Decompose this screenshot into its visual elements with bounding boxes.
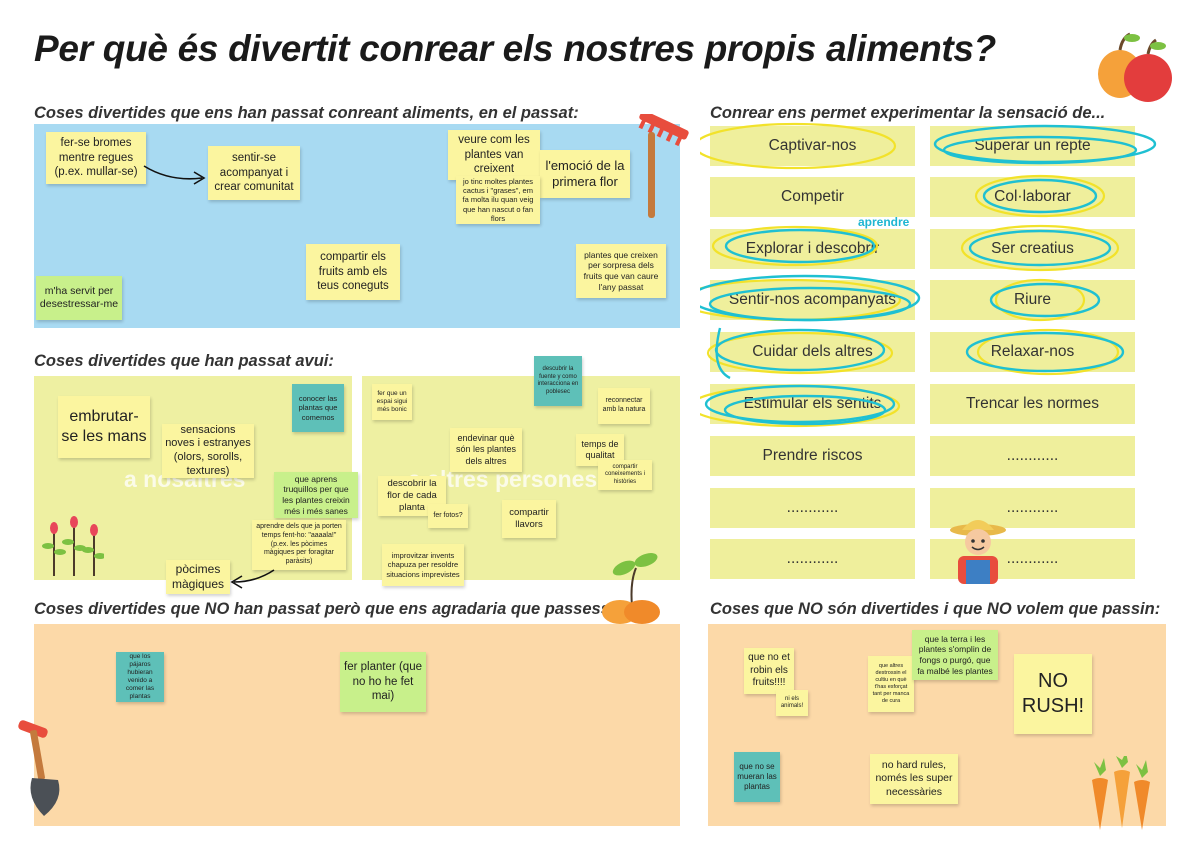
arrow-icon [230,569,275,589]
sticky-note[interactable]: que aprens truquillos per que les plante… [274,472,358,518]
sticky-note[interactable]: embrutar-se les mans [58,396,150,458]
sticky-note[interactable]: NO RUSH! [1014,654,1092,734]
sticky-note[interactable]: jo tinc moltes plantes cactus i "grases"… [456,176,540,224]
sticky-note[interactable]: que no et robin els fruits!!!! [744,648,794,694]
sticky-note[interactable]: que los pájaros hubieran venido a comer … [116,652,164,702]
sticky-note[interactable]: sensacions noves i estranyes (olors, sor… [162,424,254,478]
sticky-note[interactable]: plantes que creixen per sorpresa dels fr… [576,244,666,298]
sticky-note[interactable]: que la terra i les plantes s'omplin de f… [912,630,998,680]
grid-cell[interactable]: Col·laborar [930,177,1135,217]
sticky-note[interactable]: endevinar què són les plantes dels altre… [450,428,522,472]
grid-cell[interactable]: ............ [930,436,1135,476]
carrots-icon [1092,756,1150,830]
farmer-icon [950,520,1006,584]
handwritten-annotation: aprendre [858,215,910,229]
grid-cell[interactable]: Trencar les normes [930,384,1135,424]
grid-cell[interactable]: ............ [710,488,915,528]
sticky-note[interactable]: pòcimes màgiques [166,560,230,594]
arrow-icon [143,165,206,185]
sticky-note[interactable]: veure com les plantes van creixent [448,130,540,180]
sticky-note[interactable]: fer que un espai sigui més bonic [372,384,412,420]
sticky-note[interactable]: descubrir la fuente y como interacciona … [534,356,582,406]
grid-cell[interactable]: Captivar-nos [710,126,915,166]
sticky-note[interactable]: compartir coneixements i històries [598,460,652,490]
sticky-note[interactable]: fer planter (que no ho he fet mai) [340,652,426,712]
grid-cell[interactable]: Riure [930,280,1135,320]
grid-cell[interactable]: Sentir-nos acompanyats [710,280,915,320]
sticky-note[interactable]: que no se mueran las plantas [734,752,780,802]
section-grid-title: Conrear ens permet experimentar la sensa… [710,104,1106,122]
grid-cell[interactable]: ............ [930,488,1135,528]
sticky-note[interactable]: compartir llavors [502,500,556,538]
sticky-note[interactable]: ni els animals! [776,690,808,716]
sticky-note[interactable]: fer fotos? [428,504,468,528]
grid-cell[interactable]: ............ [710,539,915,579]
sticky-note[interactable]: que altres destrossin el cultiu en què t… [868,656,914,712]
sticky-note[interactable]: aprendre dels que ja porten temps fent-h… [252,520,346,570]
sticky-note[interactable]: conocer las plantas que comemos [292,384,344,432]
sticky-note[interactable]: l'emoció de la primera flor [540,150,630,198]
grid-cell[interactable]: Relaxar-nos [930,332,1135,372]
sticky-note[interactable]: reconnectar amb la natura [598,388,650,424]
sticky-note[interactable]: sentir-se acompanyat i crear comunitat [208,146,300,200]
rake-icon [638,114,689,218]
sticky-note[interactable]: fer-se bromes mentre regues (p.ex. mulla… [46,132,146,184]
seedling-icon [602,553,660,624]
sprouts-icon [42,516,104,576]
section-today-title: Coses divertides que han passat avui: [34,352,334,370]
sticky-note[interactable]: no hard rules, només les super necessàri… [870,754,958,804]
section-wish-title: Coses divertides que NO han passat però … [34,600,631,618]
highlight-scribbles [700,122,1157,428]
fruits-icon [1098,32,1172,102]
page-title: Per què és divertit conrear els nostres … [34,28,996,69]
grid-cell[interactable]: Competir [710,177,915,217]
grid-cell[interactable]: Prendre riscos [710,436,915,476]
section-notfun-title: Coses que NO són divertides i que NO vol… [710,600,1161,618]
shovel-icon [18,720,60,816]
sticky-note[interactable]: m'ha servit per desestressar-me [36,276,122,320]
sticky-note[interactable]: improvitzar invents chapuza per resoldre… [382,544,464,586]
sticky-note[interactable]: compartir els fruits amb els teus conegu… [306,244,400,300]
grid-cell[interactable]: Cuidar dels altres [710,332,915,372]
section-past-title: Coses divertides que ens han passat conr… [34,104,579,122]
